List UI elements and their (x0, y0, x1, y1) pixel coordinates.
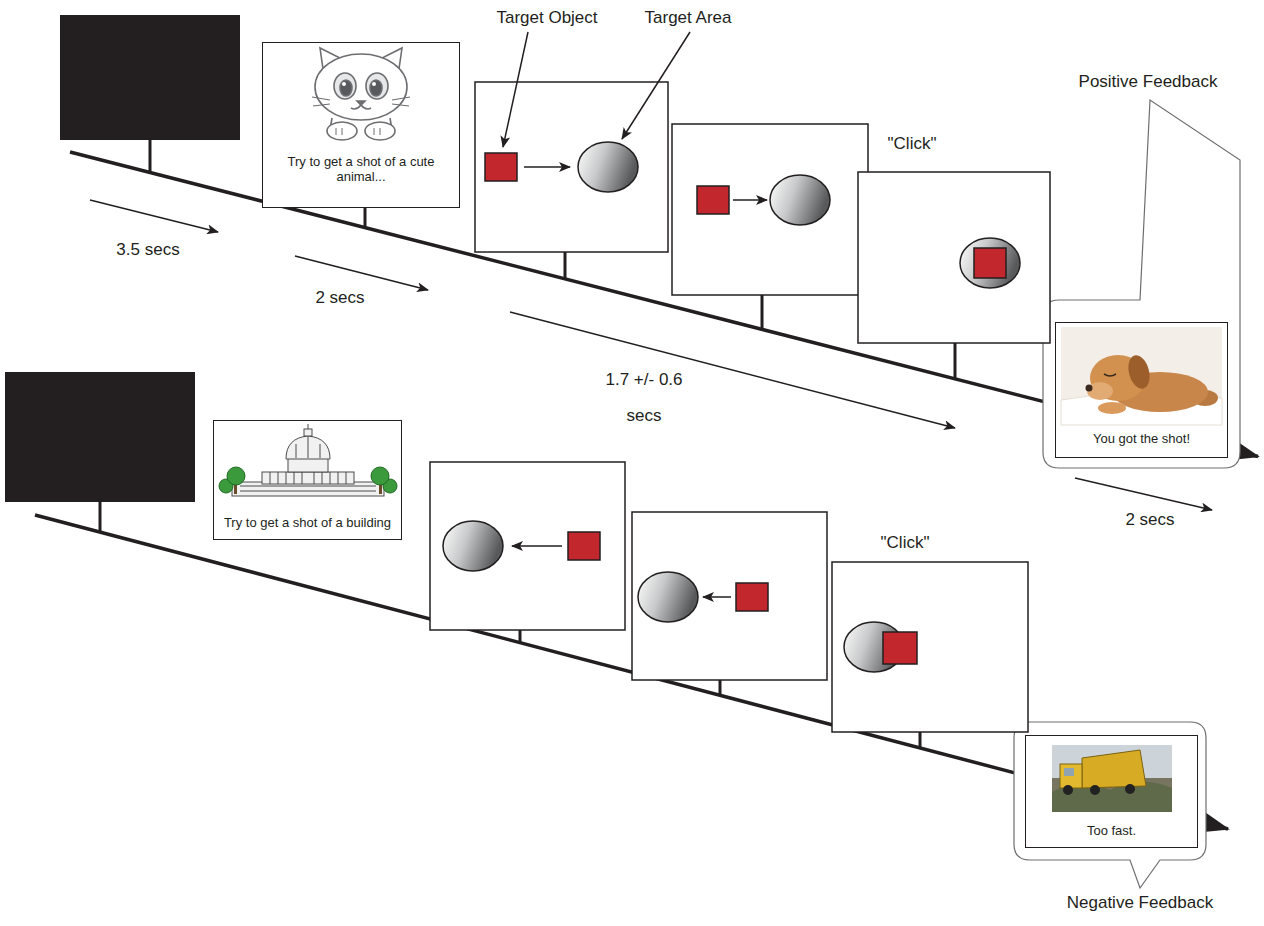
screen-caption: You got the shot! (1093, 432, 1190, 447)
screen-caption: Try to get a shot of a cute animal... (271, 155, 451, 185)
annotation-label: Target Area (618, 8, 758, 28)
stimulus-screen: Too fast. (1025, 735, 1198, 848)
annotation-label: 2 secs (1105, 510, 1195, 530)
cat-clipart (312, 48, 410, 140)
screen-caption: Too fast. (1087, 824, 1136, 839)
annotation-label: 2 secs (295, 288, 385, 308)
task-screen (832, 562, 1028, 732)
task-screen (672, 124, 868, 295)
annotation-label: Negative Feedback (1050, 893, 1230, 913)
screen-caption: Try to get a shot of a building (224, 516, 391, 531)
screen-grounds (213, 42, 1228, 848)
blank-screen (60, 15, 240, 140)
leader-arrow (622, 32, 690, 139)
annotation-label: Target Object (467, 8, 627, 28)
puppy-photo (1061, 327, 1222, 425)
feedback-bubble (1014, 722, 1206, 888)
annotation-label: 1.7 +/- 0.6 secs (597, 362, 692, 434)
task-screen (475, 82, 668, 252)
annotation-label: "Click" (862, 134, 962, 154)
screen-ground (1055, 322, 1228, 458)
annotation-label: "Click" (855, 533, 955, 553)
task-screen (858, 172, 1050, 343)
annotation-label: 3.5 secs (98, 240, 198, 260)
duration-arrows (90, 200, 1212, 510)
blank-screen (5, 372, 195, 502)
garbage-truck-photo (1052, 745, 1172, 812)
task-screen (632, 512, 827, 680)
task-screen (430, 462, 625, 630)
stimulus-screen: You got the shot! (1055, 322, 1228, 458)
stimulus-screen: Try to get a shot of a cute animal... (262, 42, 460, 208)
screen-ground (262, 42, 460, 208)
feedback-bubble (1043, 100, 1240, 468)
annotation-label: Positive Feedback (1058, 72, 1238, 92)
screen-ground (1025, 735, 1198, 848)
screen-ground (213, 420, 402, 540)
leader-arrow (503, 32, 528, 147)
building-clipart (219, 424, 397, 496)
stimulus-screen: Try to get a shot of a building (213, 420, 402, 540)
